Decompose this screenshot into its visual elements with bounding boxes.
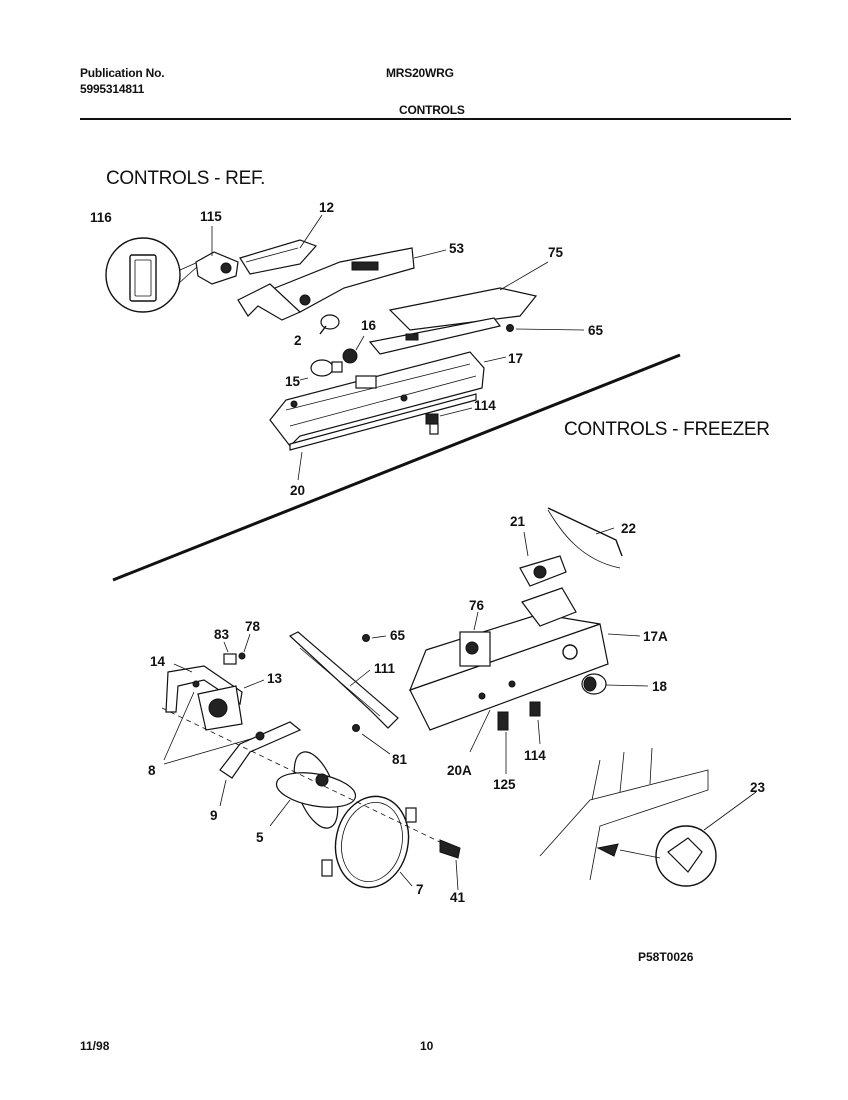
fan-assembly-axis [161, 707, 441, 843]
callout-20A: 20A [447, 763, 472, 778]
section-title: CONTROLS [399, 103, 465, 117]
callout-21: 21 [510, 514, 526, 529]
ref-controls-title: CONTROLS - REF. [106, 168, 266, 189]
model-number: MRS20WRG [386, 66, 454, 80]
callout-23: 23 [750, 780, 766, 795]
part-75-control-panel [368, 261, 549, 355]
callout-83: 83 [214, 627, 230, 642]
part-8-grommets [163, 691, 255, 765]
freezer-controls-title: CONTROLS - FREEZER [564, 419, 770, 440]
part-81-screw [352, 724, 391, 755]
callout-111: 111 [374, 661, 396, 676]
callout-22: 22 [621, 521, 636, 536]
part-114-switch-freezer [529, 701, 541, 745]
part-14-motor-bracket [165, 663, 243, 713]
part-18-knob [581, 673, 649, 695]
part-111-air-duct-bracket [288, 631, 399, 729]
part-53-control-bracket [237, 247, 447, 321]
part-15-light-bulb [299, 359, 343, 381]
callout-15: 15 [285, 374, 301, 389]
callout-53: 53 [449, 241, 465, 256]
callout-17A: 17A [643, 629, 668, 644]
callout-17: 17 [508, 351, 523, 366]
part-41-screw [439, 839, 461, 891]
part-115-light-socket [195, 226, 239, 285]
callout-16: 16 [361, 318, 377, 333]
callout-116: 116 [90, 210, 112, 225]
callout-20: 20 [290, 483, 305, 498]
header-rule [80, 118, 791, 120]
callout-125: 125 [493, 777, 516, 792]
callout-7: 7 [416, 882, 424, 897]
callout-75: 75 [548, 245, 564, 260]
part-21-thermostat [519, 531, 567, 587]
callout-76: 76 [469, 598, 485, 613]
section-divider-line [112, 353, 681, 582]
drawing-code: P58T0026 [638, 950, 694, 964]
part-20-light-lens [289, 393, 477, 481]
callout-114-ref: 114 [474, 398, 496, 413]
callout-5: 5 [256, 830, 264, 845]
callout-115: 115 [200, 209, 222, 224]
callout-65-freezer: 65 [390, 628, 406, 643]
callout-78: 78 [245, 619, 261, 634]
publication-label: Publication No. [80, 66, 165, 80]
part-114-switch-ref [425, 407, 473, 435]
callout-9: 9 [210, 808, 218, 823]
part-116-light-shield [105, 237, 199, 313]
part-17A-control-housing [408, 587, 641, 731]
part-22-capillary-tube [547, 507, 623, 569]
part-9-motor-mount [219, 721, 302, 807]
callout-2: 2 [294, 333, 302, 348]
callout-12: 12 [319, 200, 334, 215]
callout-41: 41 [450, 890, 466, 905]
part-7-fan-shroud [321, 795, 417, 889]
callout-65-ref: 65 [588, 323, 604, 338]
part-16-socket [342, 335, 365, 364]
callout-18: 18 [652, 679, 668, 694]
part-65-screw-ref [506, 324, 585, 332]
part-78-screw [238, 633, 251, 660]
publication-date: 11/98 [80, 1039, 110, 1053]
callout-114-freezer: 114 [524, 748, 546, 763]
part-2-knob [319, 314, 340, 335]
part-5-fan-blade [269, 751, 357, 829]
callout-8: 8 [148, 763, 156, 778]
part-13-fan-motor [197, 679, 265, 731]
part-65-screw-freezer [362, 634, 387, 642]
publication-number: 5995314811 [80, 82, 145, 96]
callout-14: 14 [150, 654, 166, 669]
page-number: 10 [420, 1039, 434, 1053]
callout-13: 13 [267, 671, 283, 686]
part-125-switch [497, 711, 509, 774]
callout-81: 81 [392, 752, 408, 767]
part-12-control-cover [239, 214, 323, 275]
part-76-light-socket-freezer [459, 611, 491, 667]
part-23-thermostat-location [539, 747, 757, 887]
part-83-clip [223, 641, 237, 665]
part-20A-light-lens-freezer [469, 709, 491, 753]
